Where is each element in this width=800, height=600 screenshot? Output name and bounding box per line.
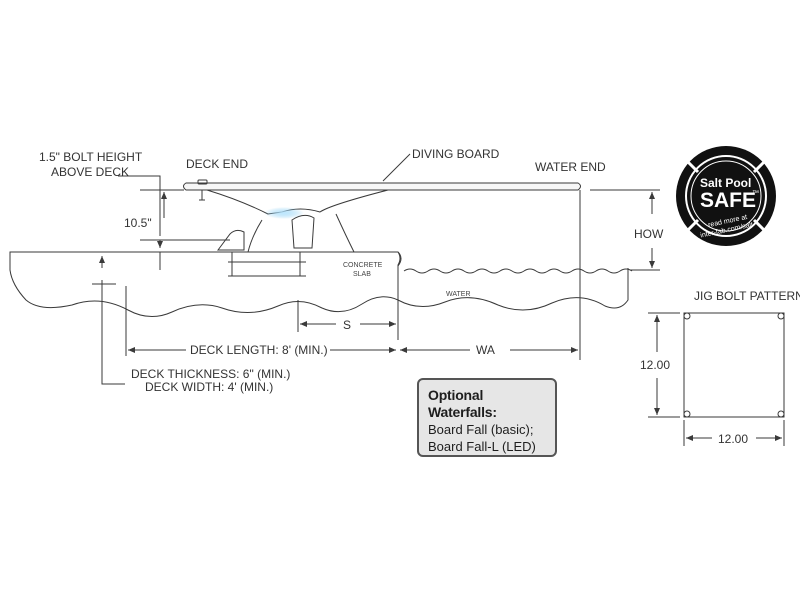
jig-height-label: 12.00 <box>640 358 671 372</box>
deck-length-label: DECK LENGTH: 8' (MIN.) <box>190 343 328 357</box>
note-title: Optional Waterfalls: <box>428 387 497 420</box>
how-extension <box>590 189 660 271</box>
badge-tm: ™ <box>752 190 759 197</box>
optional-waterfalls-note: Optional Waterfalls: Board Fall (basic);… <box>417 378 557 457</box>
concrete-label-2: SLAB <box>353 271 371 278</box>
deck-thickness-label: DECK THICKNESS: 6" (MIN.) <box>131 367 291 381</box>
deck-thickness-leader <box>92 280 125 385</box>
water-end-label: WATER END <box>535 160 606 174</box>
jig-bolt-pattern <box>648 312 785 446</box>
led-glow <box>264 207 304 219</box>
board-bolt <box>199 190 205 201</box>
jig-title: JIG BOLT PATTERN <box>694 289 800 303</box>
diving-board <box>183 182 581 191</box>
water-body <box>397 251 629 311</box>
how-label: HOW <box>634 227 664 241</box>
badge-line2: SAFE <box>700 189 757 212</box>
s-label: S <box>343 318 352 332</box>
deck-slab <box>9 251 401 317</box>
deck-end-label: DECK END <box>186 157 249 171</box>
diving-board-label: DIVING BOARD <box>412 147 500 161</box>
water-label: WATER <box>446 291 471 298</box>
anchor-bolts <box>228 252 306 277</box>
bolt-height-leader <box>118 175 161 236</box>
diving-board-leader <box>382 153 411 182</box>
dim-105-ext <box>140 189 230 270</box>
salt-pool-safe-badge <box>676 146 776 246</box>
dim-105-label: 10.5" <box>124 216 152 230</box>
concrete-label-1: CONCRETE <box>343 262 383 269</box>
note-line1: Board Fall (basic); <box>428 422 534 437</box>
s-extension <box>297 300 399 340</box>
wa-label: WA <box>476 343 495 357</box>
stand-body <box>247 213 355 253</box>
stand-rear <box>217 229 245 251</box>
deck-width-label: DECK WIDTH: 4' (MIN.) <box>145 380 274 394</box>
board-end-cap <box>197 179 208 185</box>
bolt-height-label-2: ABOVE DECK <box>51 165 130 179</box>
water-surface <box>403 268 633 274</box>
note-line2: Board Fall-L (LED) <box>428 439 536 454</box>
badge-line1: Salt Pool <box>700 176 752 190</box>
jig-width-label: 12.00 <box>718 432 749 446</box>
bolt-height-label-1: 1.5" BOLT HEIGHT <box>39 150 143 164</box>
stand-front <box>291 214 315 249</box>
